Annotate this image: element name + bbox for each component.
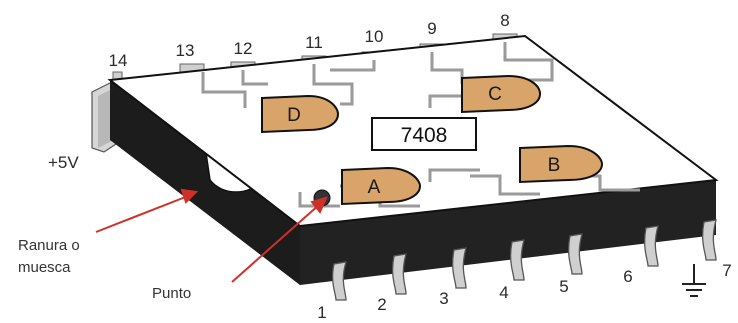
pin-number-4: 4 xyxy=(499,283,508,302)
bottom-pin-7 xyxy=(701,219,717,261)
dot-arrow-line xyxy=(231,203,321,283)
bottom-pins xyxy=(331,219,717,301)
pin-number-11: 11 xyxy=(305,33,323,52)
callout-arrows xyxy=(95,188,328,283)
notch-label-line2: muesca xyxy=(18,259,71,276)
pin-number-5: 5 xyxy=(559,277,568,296)
gate-b: B xyxy=(519,144,604,184)
pin-number-2: 2 xyxy=(377,295,386,314)
gate-a-label: A xyxy=(368,177,381,198)
pin-number-1: 1 xyxy=(317,303,326,322)
gate-d-shape xyxy=(261,94,340,134)
pin-number-10: 10 xyxy=(365,27,384,46)
chip-label: 7408 xyxy=(401,124,448,147)
bottom-pin-numbers: 1 2 3 4 5 6 7 xyxy=(317,261,731,322)
pin-number-13: 13 xyxy=(176,41,195,60)
gate-b-shape xyxy=(519,144,604,184)
gate-a: A xyxy=(341,166,422,206)
gate-c-shape xyxy=(461,74,542,114)
notch-arrow-head xyxy=(180,188,199,204)
ground-symbol xyxy=(682,264,706,297)
gate-b-label: B xyxy=(548,155,561,176)
gate-d: D xyxy=(261,94,340,134)
pin-number-8: 8 xyxy=(500,11,509,30)
gate-c-label: C xyxy=(488,84,502,105)
top-pin-numbers: 14 13 12 11 10 9 8 xyxy=(109,11,510,70)
pin-number-7: 7 xyxy=(722,261,731,280)
chip-body-left-face xyxy=(110,80,300,285)
notch-label-line1: Ranura o xyxy=(18,237,80,254)
bottom-pin-2 xyxy=(391,253,407,295)
notch-arrow-line xyxy=(95,195,189,233)
pin-number-14: 14 xyxy=(109,51,128,70)
dot-label: Punto xyxy=(152,285,191,302)
pin-number-3: 3 xyxy=(439,289,448,308)
gate-c: C xyxy=(461,74,542,114)
bottom-pin-5 xyxy=(567,233,583,275)
pin-number-12: 12 xyxy=(234,39,253,58)
dot-arrow-head xyxy=(310,196,328,214)
pin-number-6: 6 xyxy=(623,267,632,286)
gate-a-shape xyxy=(341,166,422,206)
bottom-pin-4 xyxy=(509,239,525,281)
gate-d-label: D xyxy=(287,105,301,126)
bottom-pin-1 xyxy=(331,261,347,301)
bottom-pin-6 xyxy=(643,225,659,267)
chip-label-frame xyxy=(371,117,477,151)
vcc-label: +5V xyxy=(48,153,79,172)
pin-number-9: 9 xyxy=(427,19,436,38)
bottom-pin-3 xyxy=(451,247,467,289)
chip-label-box: 7408 xyxy=(371,117,477,151)
